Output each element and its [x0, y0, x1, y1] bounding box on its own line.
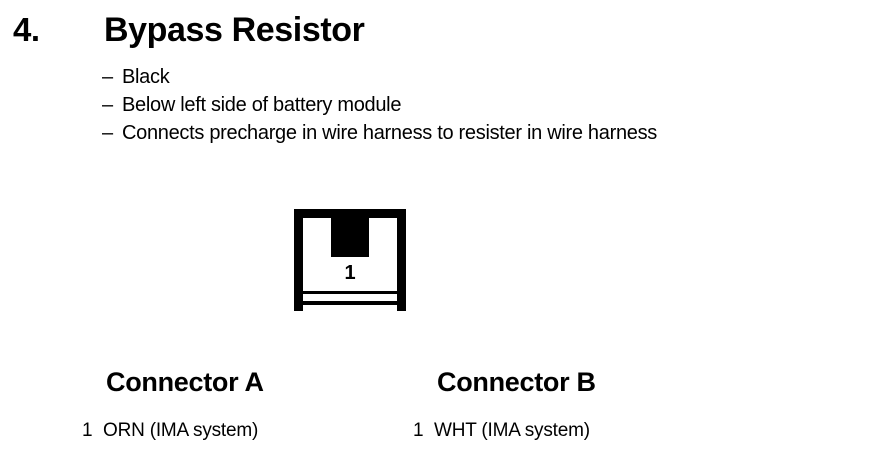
page-heading: 4. Bypass Resistor: [0, 8, 880, 56]
item-number: 4.: [13, 11, 40, 48]
pin-number: 1: [413, 420, 424, 441]
dash-icon: –: [102, 94, 113, 116]
connector-b-title: Connector B: [437, 367, 596, 397]
pin-description: WHT (IMA system): [434, 420, 590, 441]
description-list: – Black – Below left side of battery mod…: [102, 63, 862, 147]
list-item-label: Below left side of battery module: [122, 94, 402, 116]
connector-slot-upper: [303, 294, 397, 301]
connector-cavity-left: [303, 218, 331, 257]
pin-description: ORN (IMA system): [103, 420, 259, 441]
connector-slot-lower: [303, 305, 397, 312]
connector-cavity-right: [369, 218, 397, 257]
connector-symbol-icon: 1: [294, 209, 406, 312]
connector-cavity-main: [303, 257, 397, 291]
page-title: Bypass Resistor: [104, 11, 365, 49]
connector-a-block: Connector A 1 ORN (IMA system): [82, 366, 264, 443]
list-item: – Connects precharge in wire harness to …: [102, 119, 862, 147]
table-row: 1 WHT (IMA system): [413, 419, 596, 443]
dash-icon: –: [102, 122, 113, 144]
list-item: – Below left side of battery module: [102, 91, 862, 119]
pin-number: 1: [82, 420, 93, 441]
table-row: 1 ORN (IMA system): [82, 419, 264, 443]
connector-pin-number: 1: [344, 262, 356, 284]
list-item-label: Black: [122, 66, 170, 88]
connector-b-block: Connector B 1 WHT (IMA system): [413, 366, 596, 443]
connector-a-title: Connector A: [106, 367, 264, 397]
dash-icon: –: [102, 66, 113, 88]
list-item: – Black: [102, 63, 862, 91]
list-item-label: Connects precharge in wire harness to re…: [122, 122, 657, 144]
